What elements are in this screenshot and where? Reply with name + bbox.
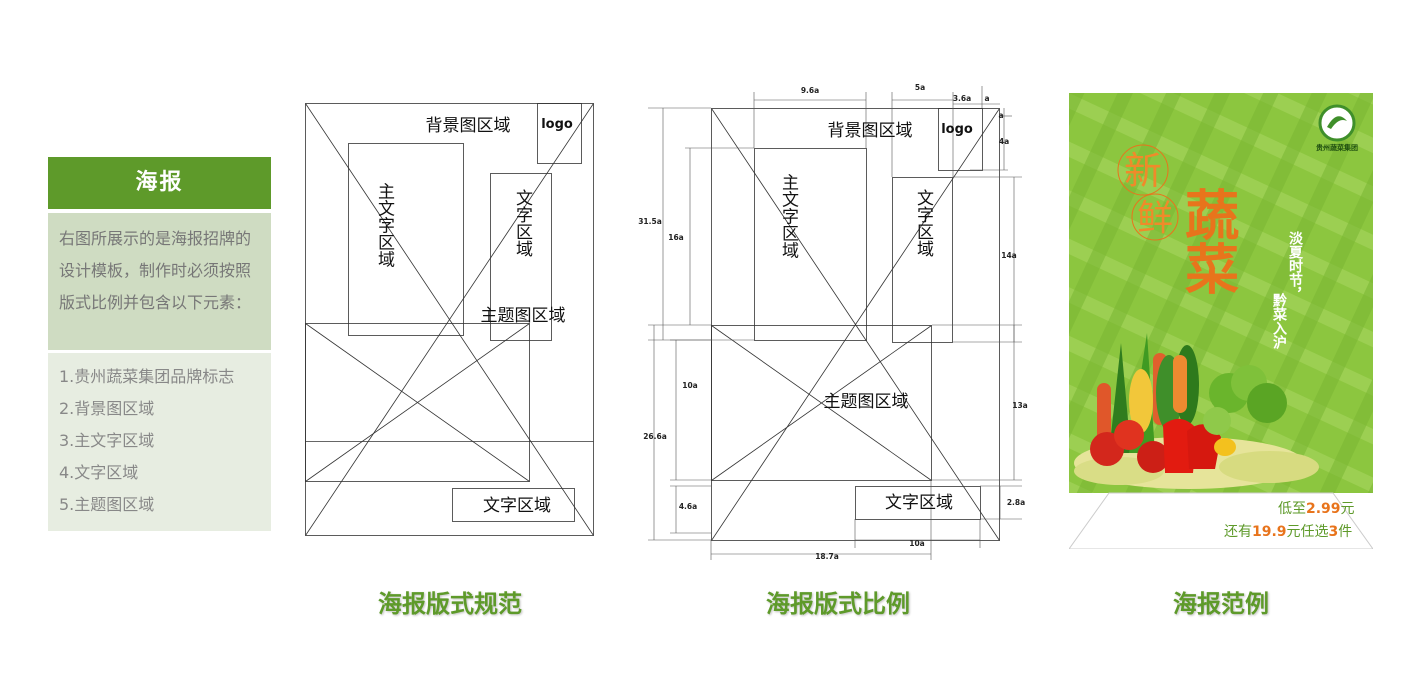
- dim-label: 26.6a: [643, 432, 667, 441]
- dim-label: 10a: [909, 539, 925, 548]
- label-logo: logo: [541, 117, 573, 132]
- label-bottom-text-area: 文字区域: [885, 493, 953, 513]
- example-poster: 贵州蔬菜集团 新 鲜 蔬菜 淡夏时节， 黔菜入沪: [1069, 93, 1373, 549]
- label-background-area: 背景图区域: [828, 121, 913, 141]
- bottom-text-box: [452, 488, 575, 522]
- brand-logo-icon: 贵州蔬菜集团: [1316, 104, 1358, 152]
- caption-example: 海报范例: [1173, 590, 1269, 618]
- text-box: [490, 173, 552, 341]
- list-item: 4.文字区域: [59, 463, 139, 482]
- dim-label: a: [998, 111, 1003, 120]
- theme-image-box: [711, 325, 932, 481]
- dim-label: 4a: [999, 137, 1009, 146]
- item-count: 3: [1328, 524, 1339, 540]
- dim-label: 5a: [915, 83, 925, 92]
- dim-label: 3.6a: [953, 94, 971, 103]
- dim-label: 2.8a: [1007, 498, 1025, 507]
- main-text-box: [754, 148, 867, 341]
- label-background-area: 背景图区域: [426, 116, 511, 136]
- list-item: 3.主文字区域: [59, 431, 155, 450]
- dim-label: 18.7a: [815, 552, 839, 560]
- main-text-box: [348, 143, 464, 336]
- bottom-text-box: [855, 486, 981, 520]
- list-item: 5.主题图区域: [59, 495, 155, 514]
- label-bottom-text-area: 文字区域: [483, 496, 551, 516]
- list-item: 1.贵州蔬菜集团品牌标志: [59, 367, 235, 386]
- panel-title: 海报: [48, 157, 271, 209]
- label-theme-image-area: 主题图区域: [824, 392, 909, 412]
- label-main-text-area: 主文字区域: [778, 173, 799, 258]
- poster-frame: [711, 108, 1000, 541]
- panel-description: 右图所展示的是海报招牌的设计模板，制作时必须按照版式比例并包含以下元素：: [48, 213, 271, 350]
- brand-name: 贵州蔬菜集团: [1316, 143, 1358, 152]
- price-line-2: 还有19.9元任选3件: [1224, 524, 1353, 540]
- dim-label: 9.6a: [801, 86, 819, 95]
- text-box: [892, 177, 953, 343]
- caption-layout-spec: 海报版式规范: [378, 590, 522, 618]
- label-main-text-area: 主文字区域: [374, 182, 395, 267]
- poster-frame: [305, 103, 594, 536]
- logo-box: [938, 108, 983, 171]
- price-value: 2.99: [1306, 501, 1341, 517]
- theme-image-box: [305, 323, 530, 482]
- label-theme-image-area: 主题图区域: [481, 306, 566, 326]
- label-text-area: 文字区域: [512, 189, 533, 257]
- headline-char-1: 新: [1124, 149, 1162, 193]
- dim-label: 10a: [682, 381, 698, 390]
- element-list: 1.贵州蔬菜集团品牌标志 2.背景图区域 3.主文字区域 4.文字区域 5.主题…: [48, 353, 271, 531]
- headline-main: 蔬菜: [1176, 187, 1239, 295]
- dim-label: 16a: [668, 233, 684, 242]
- logo-box: [537, 103, 582, 164]
- label-text-area: 文字区域: [913, 189, 934, 257]
- layout-spec-diagram: 背景图区域 logo 主题图区域 文字区域 主文字区域 文字区域: [305, 103, 594, 536]
- dim-label: 14a: [1001, 251, 1017, 260]
- price-line-1: 低至2.99元: [1278, 501, 1355, 517]
- list-item: 2.背景图区域: [59, 399, 155, 418]
- headline-char-2: 鲜: [1137, 198, 1173, 239]
- slogan-line-2: 黔菜入沪: [1271, 292, 1288, 350]
- dim-label: 4.6a: [679, 502, 697, 511]
- dim-label: a: [984, 94, 989, 103]
- price-value: 19.9: [1252, 524, 1287, 540]
- proportion-diagram: 9.6a 5a 3.6a a a 4a 31.5a 16a 14a 10a 26…: [638, 83, 1028, 560]
- caption-proportion: 海报版式比例: [766, 590, 910, 618]
- label-logo: logo: [941, 122, 973, 137]
- vegetables-illustration: [1074, 333, 1319, 489]
- dim-label: 13a: [1012, 401, 1028, 410]
- dim-label: 31.5a: [638, 217, 662, 226]
- slogan-line-1: 淡夏时节，: [1287, 231, 1303, 301]
